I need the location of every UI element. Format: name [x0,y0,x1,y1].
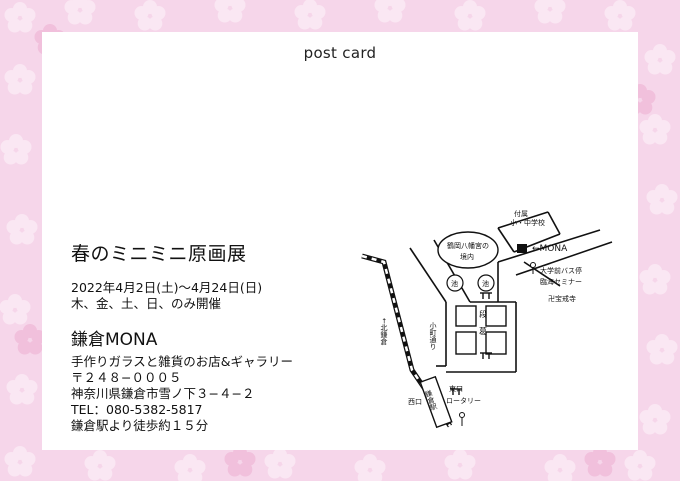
school-label-1: 付属 [514,209,528,218]
mona-label: ←MONA [532,244,568,254]
bus-stop-icon [530,262,536,274]
rotary-marker-icon [459,412,465,426]
shop-access: 鎌倉駅より徒歩約１５分 [71,418,209,433]
dankazura-blocks [455,305,507,355]
pond-left-icon [446,274,464,292]
pond-right-icon [477,274,495,292]
shrine-label-2: 境内 [460,252,474,261]
shrine-grounds [437,231,499,269]
dankazura-label-1: 段 [479,309,487,319]
shop-description: 手作りガラスと雑貨のお店&ギャラリー [71,354,293,369]
roads [409,211,613,373]
event-dates: 2022年4月2日(土)〜4月24日(日) [71,280,263,295]
school-label-2: 小・中学校 [510,218,545,227]
event-open-days: 木、金、土、日、のみ開催 [71,296,222,311]
mona-building-icon [517,244,527,253]
bus-stop-label: 大学前バス停 [540,266,582,275]
dankazura-label-2: 葛 [479,326,487,336]
shop-telephone: TEL：080-5382-5817 [71,402,203,417]
post-card-heading: post card [303,44,377,62]
postcard-panel: post card 春のミニミニ原画展 2022年4月2日(土)〜4月24日(日… [42,32,638,450]
west-exit-label: 西口 [408,398,422,406]
komachi-street-label: 小町通り [429,321,437,350]
shop-postal-code: 〒２４８−０００５ [71,370,182,385]
event-info: 春のミニミニ原画展 2022年4月2日(土)〜4月24日(日) 木、金、土、日、… [71,242,293,434]
access-map: 鶴岡八幡宮の 境内 池 池 付属 小・中学校 ←MONA 大学前バス停 臨海セミ… [361,209,613,429]
torii-gate-icon [450,292,492,395]
kita-kamakura-label: ←北鎌倉 [380,318,388,346]
shop-address: 神奈川県鎌倉市雪ノ下３−４−２ [71,386,255,401]
east-exit-label: 東口 [449,384,463,393]
rotary-label: ロータリー [446,396,481,405]
shop-name: 鎌倉MONA [71,330,158,350]
temple-label: 卍宝戒寺 [548,294,576,303]
pond-right-label: 池 [482,279,489,288]
event-title: 春のミニミニ原画展 [71,243,247,265]
shrine-label-1: 鶴岡八幡宮の [447,241,489,250]
seminar-label: 臨海セミナー [540,277,582,286]
pond-left-label: 池 [451,279,458,288]
